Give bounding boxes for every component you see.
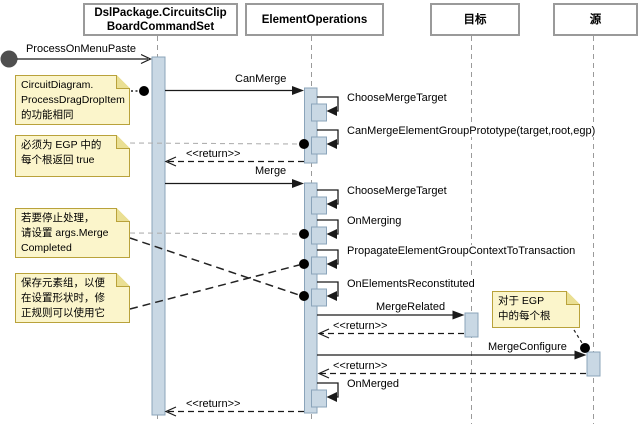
call-arrows [0,50,587,360]
note-fold-corner [116,208,130,222]
return-arrows [164,156,586,417]
message-label-merge: Merge [253,165,289,177]
arrowhead-icon [164,156,177,167]
message-label-choose-merge-target-1: ChooseMergeTarget [345,92,449,104]
message-label-on-merging: OnMerging [345,215,404,227]
arrowhead-icon [326,139,337,149]
arrowhead-icon [164,406,177,417]
message-label-merge-configure: MergeConfigure [486,341,569,353]
note-fold-corner [116,273,130,287]
arrowhead-icon [317,368,330,379]
arrowhead-icon [292,179,304,188]
note-fold-corner [566,291,580,305]
arrowhead-icon [574,350,587,360]
note-line: 保存元素组，以便 [21,277,105,289]
note-line: 请设置 args.Merge [21,227,109,239]
note-connector [573,329,583,344]
arrowhead-icon [326,259,337,269]
nested-activation [311,136,327,155]
message-label-process-on-menu-paste: ProcessOnMenuPaste [21,43,141,55]
note-line: 每个根返回 true [21,154,95,166]
message-label-can-merge: CanMerge [233,73,289,85]
note-line: CircuitDiagram. [21,79,94,91]
anchor-dot [299,259,309,269]
arrowhead-icon [452,310,465,320]
anchor-dot [580,343,590,353]
activation-source [586,351,601,377]
note-line: 中的每个根 [498,310,551,322]
note-line: 在设置形状时，修 [21,292,105,304]
arrowhead-icon [292,86,304,95]
self-call-activations [311,103,327,408]
lifeline-label-line: 目标 [463,13,487,26]
note-fold-corner [116,75,130,89]
message-label-return-3: <<return>> [331,360,390,372]
note-line: ProcessDragDropItem [21,94,125,106]
arrowhead-icon [326,291,337,301]
message-label-on-merged: OnMerged [345,378,401,390]
lifeline-label-line: DslPackage.CircuitsClip [94,6,227,19]
note-line: 若要停止处理， [21,212,95,224]
message-label-return-2: <<return>> [331,320,390,332]
note-process-drag-drop: CircuitDiagram. ProcessDragDropItem 的功能相… [15,75,130,125]
lifeline-label-line: BoardCommandSet [106,20,215,33]
anchor-dot [299,229,309,239]
arrowhead-icon [140,53,152,65]
arrowhead-icon [326,392,337,402]
message-label-can-merge-element-group-prototype: CanMergeElementGroupPrototype(target,roo… [345,125,598,137]
lifeline-header-element-operations: ElementOperations [245,3,384,36]
note-must-return-true: 必须为 EGP 中的 每个根返回 true [15,135,130,177]
lifeline-label-line: ElementOperations [261,13,368,26]
note-stop-processing: 若要停止处理， 请设置 args.Merge Completed [15,208,130,258]
arrowhead-icon [326,229,337,239]
note-line: Completed [21,242,72,254]
message-label-return-1: <<return>> [184,148,243,160]
arrowhead-icon [326,199,337,209]
nested-activation [311,103,327,122]
found-message-circle-icon [0,50,18,68]
note-connector [129,237,300,296]
message-label-return-4: <<return>> [184,398,243,410]
nested-activation [311,196,327,215]
self-call-arrows [317,96,339,402]
anchor-dot [139,86,149,96]
note-line: 的功能相同 [21,109,74,121]
note-fold-corner [116,135,130,149]
lifeline-label-line: 源 [589,13,602,26]
note-connector [129,232,300,235]
lifeline-header-commandset: DslPackage.CircuitsClip BoardCommandSet [83,3,238,36]
note-line: 正规则可以使用它 [21,307,105,319]
note-line: 必须为 EGP 中的 [21,139,102,151]
activation-commandset [151,56,166,416]
lifeline-header-source: 源 [553,3,638,36]
note-connectors [129,90,583,344]
message-label-choose-merge-target-2: ChooseMergeTarget [345,185,449,197]
anchor-dot [299,139,309,149]
note-connector [129,142,300,145]
note-anchor-dots [139,86,590,353]
nested-activation [311,256,327,275]
note-save-element-group: 保存元素组，以便 在设置形状时，修 正规则可以使用它 [15,273,130,323]
lifeline-header-target: 目标 [430,3,520,36]
note-line: 对于 EGP [498,295,545,307]
anchor-dot [299,291,309,301]
note-for-each-root: 对于 EGP 中的每个根 [492,291,580,328]
arrowhead-icon [326,106,337,116]
nested-activation [311,288,327,307]
message-label-merge-related: MergeRelated [374,301,448,313]
message-label-on-elements-reconstituted: OnElementsReconstituted [345,278,477,290]
arrowhead-icon [317,328,330,339]
nested-activation [311,389,327,408]
activation-target [464,312,479,338]
message-label-propagate-element-group-context: PropagateElementGroupContextToTransactio… [345,245,578,257]
nested-activation [311,226,327,245]
note-connector [129,264,300,310]
